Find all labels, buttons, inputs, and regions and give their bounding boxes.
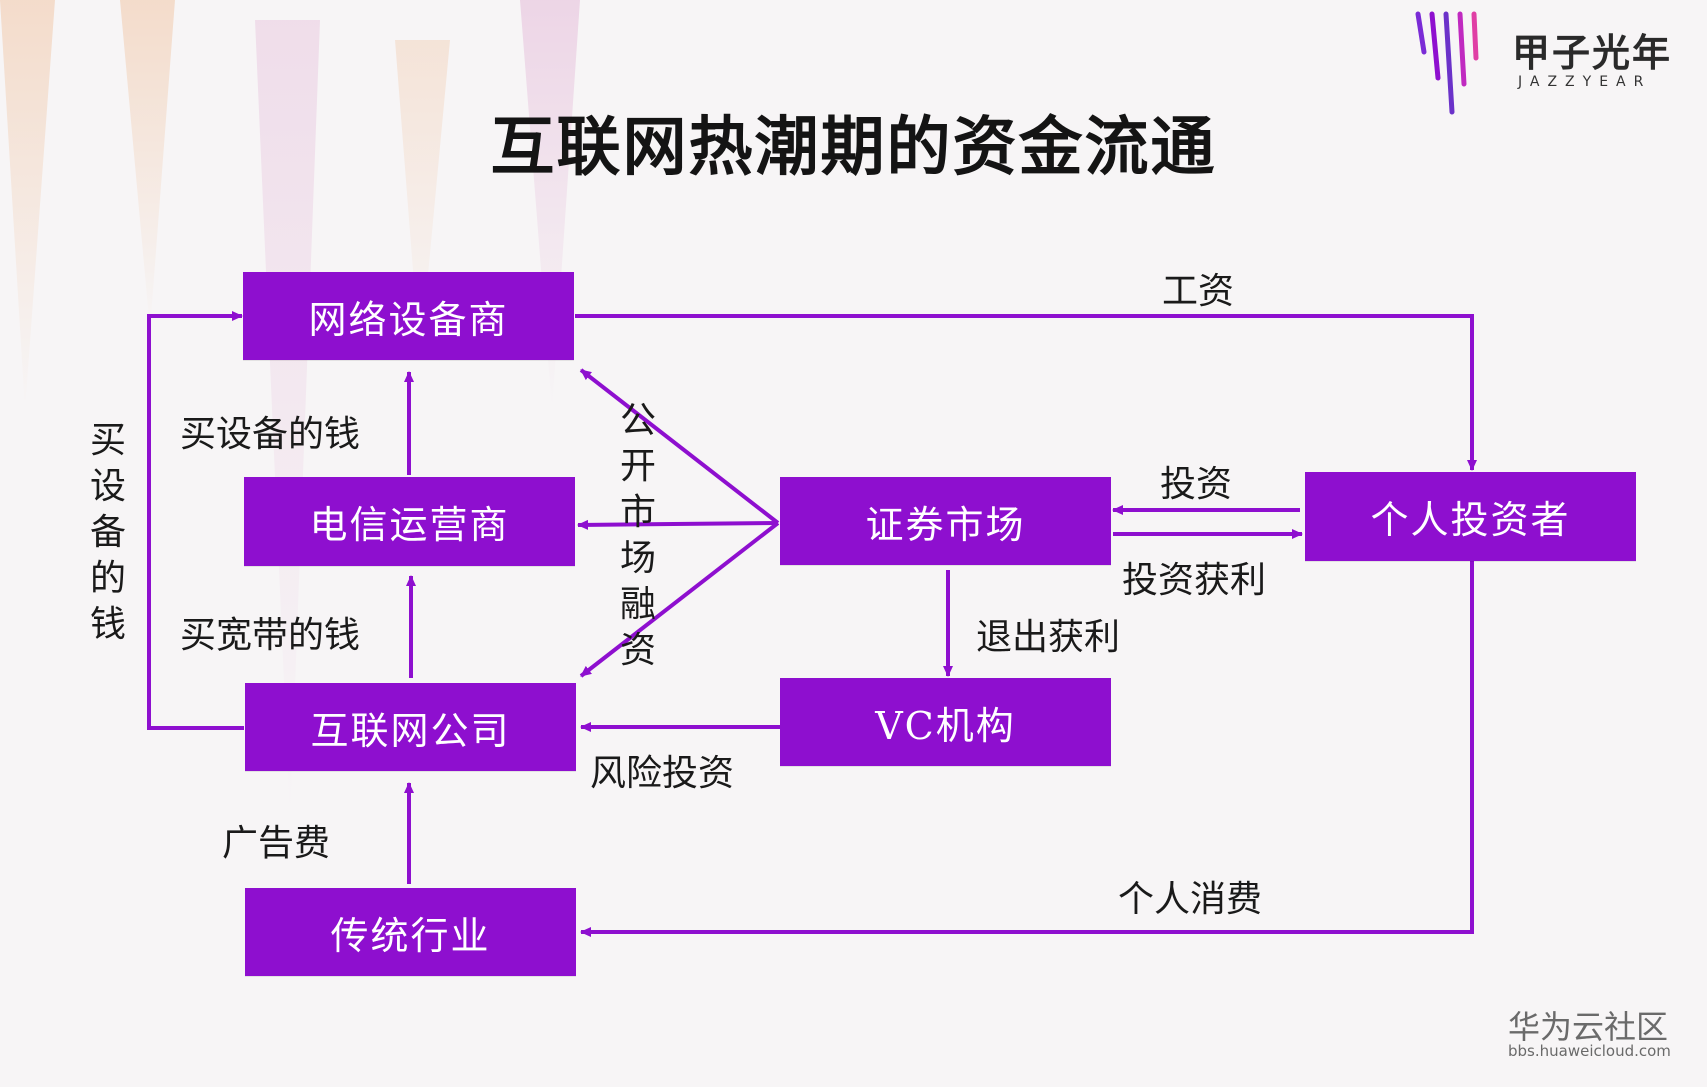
label-buy-equipment: 买设备的钱 [180, 414, 361, 455]
node-telecom-operator: 电信运营商 [244, 477, 575, 566]
label-personal-consumption: 个人消费 [1118, 879, 1263, 920]
node-internet-company: 互联网公司 [245, 683, 576, 771]
diagram-title: 互联网热潮期的资金流通 [490, 111, 1217, 185]
watermark-url: bbs.huaweicloud.com [1508, 1042, 1671, 1060]
label-buy-broadband: 买宽带的钱 [180, 615, 361, 656]
arrow-personal-consumption [580, 561, 1474, 937]
label-venture-investment: 风险投资 [590, 753, 735, 794]
node-traditional-industry: 传统行业 [245, 888, 576, 976]
label-investment-profit: 投资获利 [1122, 560, 1267, 601]
logo-subtitle: JAZZYEAR [1518, 74, 1652, 90]
node-network-equipment: 网络设备商 [243, 272, 574, 360]
label-exit-profit: 退出获利 [976, 617, 1121, 658]
node-securities-market: 证券市场 [780, 477, 1111, 565]
label-ipo-financing: 公开市场融资 [619, 400, 656, 671]
arrow-ipo-to-equipment [579, 368, 780, 525]
watermark-name: 华为云社区 [1508, 1008, 1669, 1046]
label-advertising: 广告费 [222, 823, 331, 864]
node-vc: VC机构 [780, 678, 1111, 766]
label-salary: 工资 [1162, 271, 1235, 312]
logo-name: 甲子光年 [1512, 31, 1673, 75]
arrow-salary [575, 314, 1477, 471]
arrow-ipo-to-internet [579, 521, 780, 678]
node-individual-investor: 个人投资者 [1305, 472, 1636, 561]
label-buy-equipment-vertical: 买设备的钱 [89, 420, 126, 645]
arrow-ipo-to-telecom [577, 519, 779, 530]
arrow-buy-equipment-loop [147, 311, 244, 730]
label-invest: 投资 [1160, 464, 1233, 505]
